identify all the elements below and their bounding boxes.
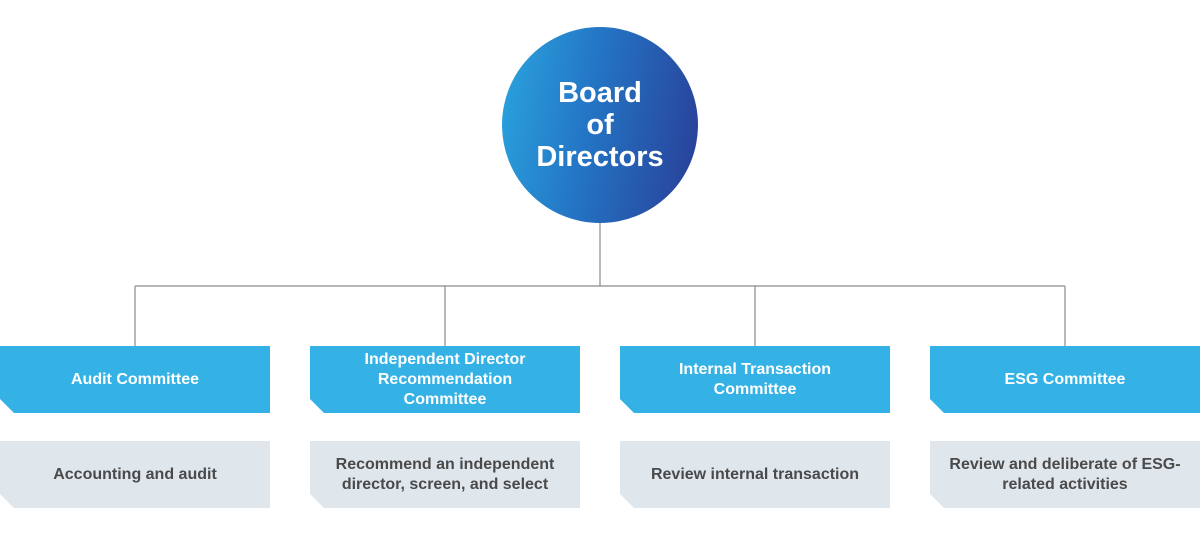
duty-label: Review internal transaction — [650, 465, 860, 483]
committee-audit: Audit Committee — [0, 346, 270, 413]
duty-label: Review and deliberate of ESG-related act… — [949, 455, 1181, 493]
committee-independent-director-recommendation: Independent Director Recommendation Comm… — [310, 346, 580, 413]
duty-label: Recommend an independent director, scree… — [335, 455, 555, 493]
duty-audit: Accounting and audit — [0, 441, 270, 508]
board-title: Board of Directors — [536, 77, 664, 173]
duty-label: Accounting and audit — [53, 465, 217, 483]
committee-label: Independent Director Recommendation Comm… — [364, 350, 526, 408]
duty-independent-director-recommendation: Recommend an independent director, scree… — [310, 441, 580, 508]
duty-internal-transaction: Review internal transaction — [620, 441, 890, 508]
committee-esg: ESG Committee — [930, 346, 1200, 413]
committee-internal-transaction: Internal Transaction Committee — [620, 346, 890, 413]
duty-esg: Review and deliberate of ESG-related act… — [930, 441, 1200, 508]
committee-label: Audit Committee — [71, 370, 199, 388]
committee-label: Internal Transaction Committee — [678, 360, 832, 398]
committee-label: ESG Committee — [1004, 370, 1126, 388]
board-of-directors-node: Board of Directors — [502, 27, 698, 223]
